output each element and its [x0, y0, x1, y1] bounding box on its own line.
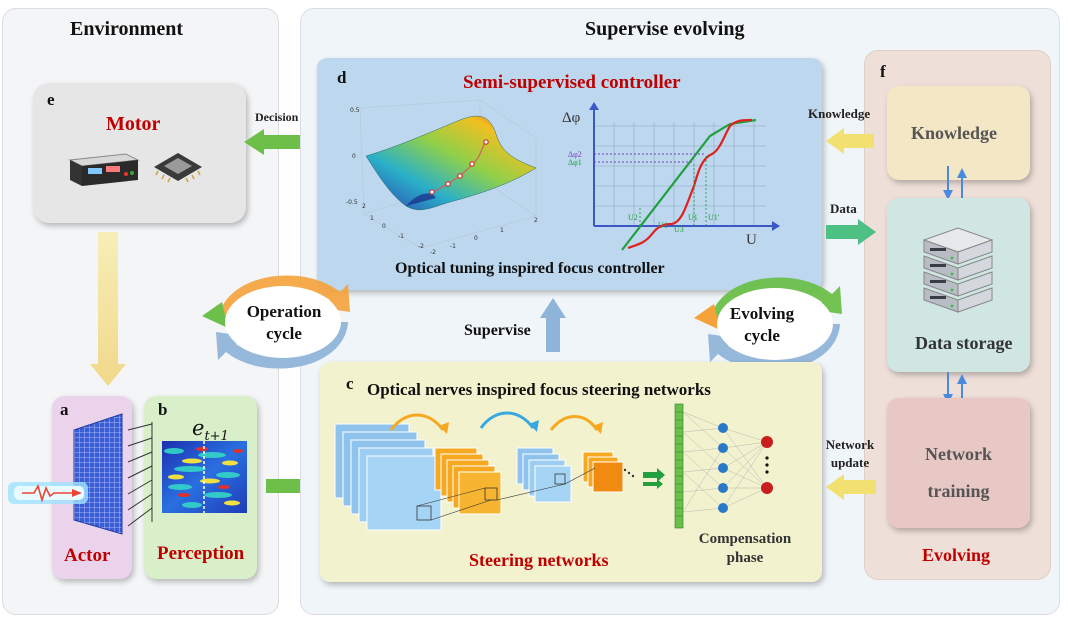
loss-surface-plot: 0.5 0 -0.5 -2 -1 0 1 2 -2 -1 0 1 2 — [346, 99, 538, 256]
motor-box — [33, 83, 246, 223]
phase-voltage-plot: Δφ U Δφ2 Δφ1 U2 U1 U3 U1 U1' — [562, 102, 780, 251]
u1-prime-label: U1' — [708, 213, 720, 222]
decision-label: Decision — [255, 110, 299, 124]
speckle-pattern-image — [162, 441, 247, 513]
x-tick-4: 2 — [534, 217, 538, 224]
y-tick-4: 2 — [362, 203, 366, 210]
server-rack-icon — [922, 227, 994, 313]
laser-beam-icon — [8, 482, 88, 504]
compensation-line-2: phase — [726, 550, 764, 566]
data-arrow — [826, 219, 876, 245]
controller-letter: d — [337, 68, 347, 87]
delta-phi1-label: Δφ1 — [568, 158, 582, 167]
compensation-phase-label: Compensation phase — [690, 530, 800, 568]
evolving-label: Evolving — [922, 545, 991, 565]
network-update-line-2: update — [830, 455, 870, 470]
knowledge-label: Knowledge — [911, 123, 998, 143]
z-tick-0: 0.5 — [350, 107, 360, 114]
z-tick-2: -0.5 — [346, 199, 358, 206]
phase-y-axis-label: Δφ — [562, 110, 581, 126]
evolving-cycle-line-2: cycle — [744, 326, 780, 345]
network-training-label: Network training — [887, 436, 1030, 510]
x-tick-2: 0 — [474, 235, 478, 242]
z-tick-1: 0 — [352, 153, 356, 160]
operation-cycle-label: Operation cycle — [236, 301, 332, 345]
x-tick-0: -2 — [430, 249, 436, 256]
knowledge-storage-arrows — [943, 166, 967, 202]
network-update-label: Network update — [815, 436, 885, 472]
evolving-cycle-label: Evolving cycle — [714, 303, 810, 347]
cnn-diagram — [334, 403, 773, 531]
y-tick-2: 0 — [382, 223, 386, 230]
actor-letter: a — [60, 400, 69, 419]
decision-arrow — [244, 129, 304, 155]
power-supply-icon — [68, 153, 140, 186]
environment-title: Environment — [70, 18, 183, 40]
delta-phi2-label: Δφ2 — [568, 150, 582, 159]
network-update-line-1: Network — [825, 437, 875, 452]
steering-title: Optical nerves inspired focus steering n… — [367, 380, 711, 399]
x-tick-1: -1 — [450, 243, 456, 250]
u1-label: U1 — [688, 213, 698, 222]
y-tick-0: -2 — [418, 243, 424, 250]
evolving-cycle-line-1: Evolving — [729, 304, 795, 323]
supervise-label: Supervise — [464, 322, 531, 339]
network-update-arrow — [826, 474, 876, 500]
controller-caption: Optical tuning inspired focus controller — [395, 260, 665, 277]
sensor-lines-icon — [127, 422, 153, 527]
perception-symbol-main: e — [192, 416, 205, 440]
motor-to-actor-arrow — [90, 232, 126, 386]
data-storage-label: Data storage — [915, 333, 1013, 353]
knowledge-arrow-label: Knowledge — [808, 106, 871, 121]
data-arrow-label: Data — [830, 201, 857, 216]
steering-letter: c — [346, 374, 354, 393]
operation-cycle-line-1: Operation — [246, 302, 322, 321]
supervise-title: Supervise evolving — [585, 18, 745, 40]
supervise-arrow — [540, 298, 566, 352]
u1-low-label: U1 — [658, 221, 668, 230]
u3-label: U3 — [674, 225, 684, 234]
operation-cycle-arrows — [202, 275, 350, 369]
network-training-line-1: Network — [925, 444, 992, 464]
perception-letter: b — [158, 400, 168, 419]
perception-symbol-sub: t+1 — [204, 429, 229, 445]
network-training-box — [887, 398, 1030, 528]
phase-x-axis-label: U — [746, 232, 757, 248]
motor-letter: e — [47, 90, 55, 109]
u2-label: U2 — [628, 213, 638, 222]
knowledge-arrow — [826, 128, 874, 154]
actor-label: Actor — [64, 545, 111, 566]
perception-symbol: et+1 — [192, 416, 229, 444]
steering-caption: Steering networks — [469, 550, 609, 570]
x-tick-3: 1 — [500, 227, 504, 234]
controller-title: Semi-supervised controller — [463, 72, 681, 93]
knowledge-box — [887, 86, 1030, 180]
perception-label: Perception — [157, 543, 245, 564]
cpu-chip-icon — [154, 153, 202, 183]
evolving-letter: f — [880, 62, 886, 81]
compensation-line-1: Compensation — [698, 531, 792, 547]
y-tick-3: 1 — [370, 215, 374, 222]
y-tick-1: -1 — [398, 233, 404, 240]
network-training-line-2: training — [927, 481, 990, 501]
operation-cycle-line-2: cycle — [266, 324, 302, 343]
motor-label: Motor — [106, 113, 161, 135]
evolving-cycle-arrows — [694, 277, 842, 371]
